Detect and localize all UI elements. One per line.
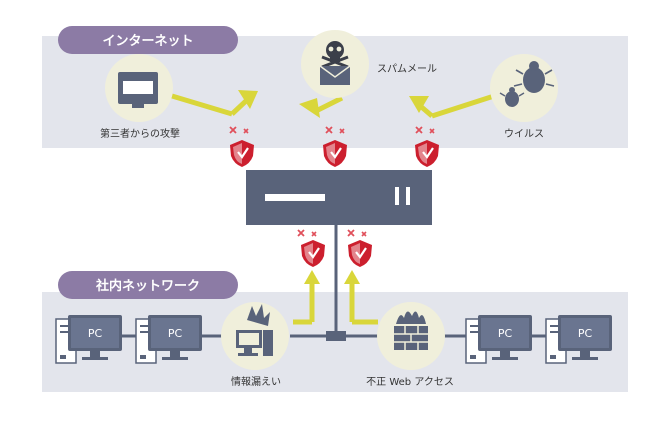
firewall-appliance-icon (246, 170, 432, 225)
attack-label: 第三者からの攻撃 (100, 127, 180, 140)
svg-text:PC: PC (578, 327, 593, 340)
shield-icon (413, 138, 441, 169)
svg-text:PC: PC (88, 327, 103, 340)
info-leak-icon (221, 302, 289, 370)
leak-label: 情報漏えい (231, 375, 281, 388)
svg-text:インターネット: インターネット (102, 34, 193, 49)
web-access-label: 不正 Web アクセス (366, 376, 454, 388)
pc-icon: PC (545, 314, 613, 364)
blocked-mark-icon (297, 229, 317, 237)
blocked-arrows (171, 90, 495, 325)
pc-icon: PC (465, 314, 533, 364)
attacker-icon (105, 54, 173, 122)
pc-icon: PC (55, 314, 123, 364)
blocked-mark-icon (347, 229, 367, 237)
svg-text:社内ネットワーク: 社内ネットワーク (95, 278, 200, 294)
shield-icon (228, 138, 256, 169)
virus-icon (490, 54, 558, 122)
shield-icon (346, 238, 374, 269)
intranet-zone-label: 社内ネットワーク (58, 271, 238, 299)
internet-zone-label: インターネット (58, 26, 238, 54)
svg-text:PC: PC (168, 327, 183, 340)
spam-label: スパムメール (377, 63, 437, 75)
pc-icon: PC (135, 314, 203, 364)
network-junction (326, 331, 346, 341)
shield-icon (299, 238, 327, 269)
svg-text:PC: PC (498, 327, 513, 340)
shield-icon (321, 138, 349, 169)
virus-label: ウイルス (504, 128, 544, 140)
firewall-icon (377, 302, 445, 370)
spam-mail-icon (301, 30, 369, 98)
